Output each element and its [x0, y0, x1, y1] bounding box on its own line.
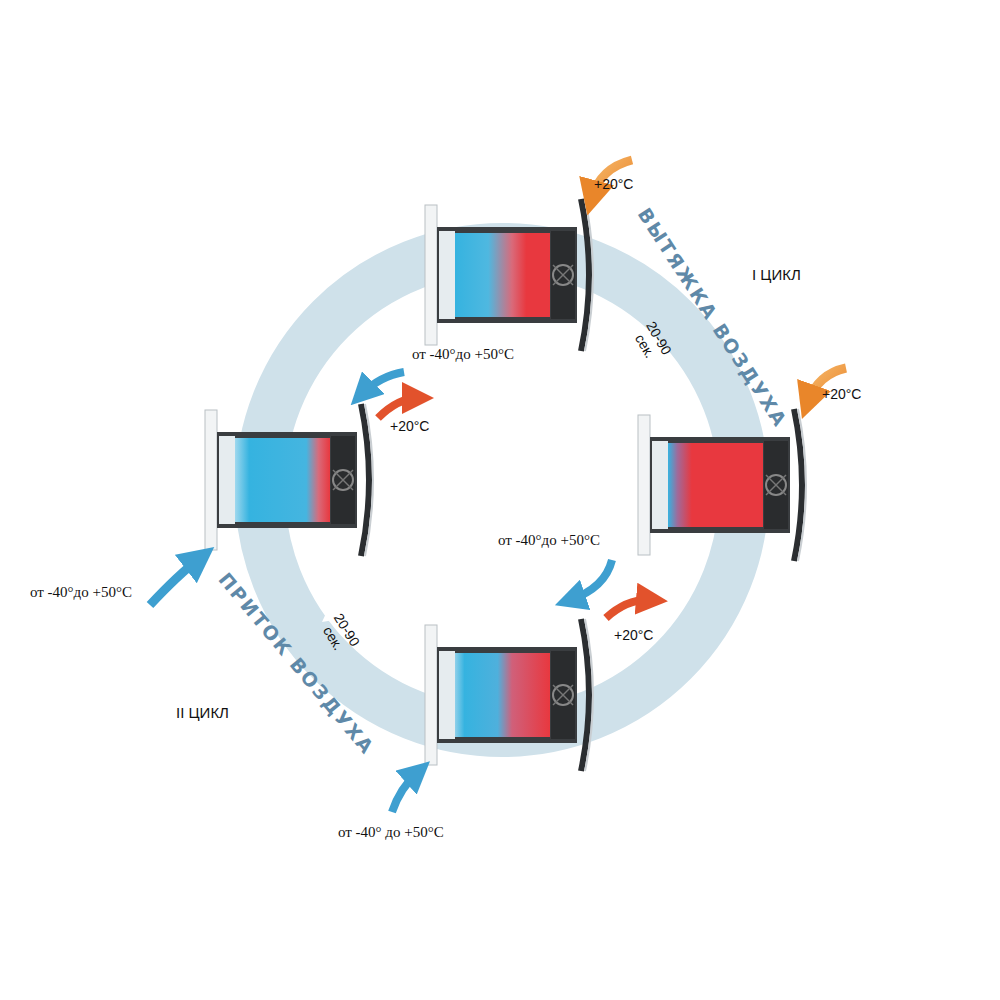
temperature-range-label: от -40° до +50°С — [338, 824, 444, 841]
temperature-range-label: от -40°до +50°С — [30, 584, 132, 601]
temperature-label: +20°C — [594, 176, 633, 192]
outdoor-air-arrow — [392, 772, 418, 812]
temperature-label: +20°C — [822, 386, 861, 402]
outdoor-air-arrow — [150, 558, 200, 605]
cycle-label: I ЦИКЛ — [752, 266, 801, 283]
room-air-arrow — [378, 398, 418, 418]
ventilator-unit — [425, 199, 593, 351]
temperature-range-label: от -40°до +50°С — [412, 346, 514, 363]
cycle-label: II ЦИКЛ — [176, 704, 229, 721]
temperature-label: +20°С — [614, 627, 653, 643]
temperature-range-label: от -40°до +50°С — [498, 532, 600, 549]
ring-arrowhead — [640, 360, 668, 392]
ventilator-unit — [638, 409, 806, 561]
outdoor-air-arrow — [362, 372, 404, 394]
ventilator-unit — [205, 404, 373, 556]
temperature-label: +20°С — [390, 418, 429, 434]
ventilator-unit — [425, 619, 593, 771]
outdoor-air-arrow — [570, 560, 612, 600]
room-air-arrow — [606, 600, 652, 618]
